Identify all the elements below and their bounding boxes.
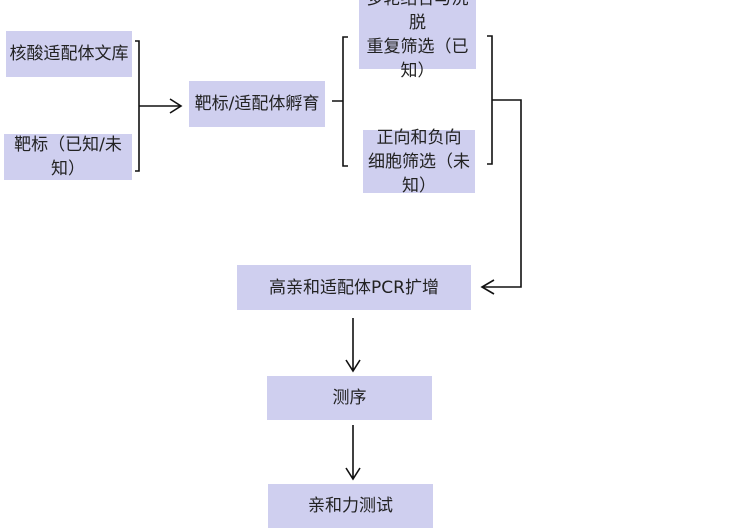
- node-incubation: 靶标/适配体孵育: [189, 81, 325, 127]
- node-target: 靶标（已知/未知）: [4, 134, 132, 180]
- node-label: 多轮结合与洗脱: [367, 0, 469, 33]
- node-library: 核酸适配体文库: [6, 31, 132, 77]
- node-label: 核酸适配体文库: [9, 44, 129, 64]
- node-multi-round: 多轮结合与洗脱重复筛选（已知）: [359, 0, 476, 81]
- node-label: 高亲和适配体PCR扩增: [269, 277, 439, 298]
- node-label: 测序: [332, 388, 367, 408]
- node-pcr: 高亲和适配体PCR扩增: [237, 265, 471, 310]
- node-label: 细胞筛选（未知）: [368, 151, 470, 196]
- node-sequencing: 测序: [267, 376, 432, 420]
- arrow-to-sequencing: [345, 318, 361, 373]
- node-label: 靶标/适配体孵育: [194, 94, 320, 114]
- split-bracket: [332, 36, 348, 167]
- node-label: 正向和负向: [376, 127, 462, 148]
- arrow-to-incubation: [169, 98, 183, 114]
- node-label: 靶标（已知/未知）: [14, 135, 122, 179]
- left-bracket: [135, 40, 180, 172]
- arrow-to-pcr: [480, 279, 495, 295]
- node-label: 亲和力测试: [308, 496, 393, 516]
- node-cell-screen: 正向和负向细胞筛选（未知）: [363, 128, 475, 196]
- arrow-to-affinity: [345, 425, 361, 481]
- node-label: 重复筛选（已知）: [366, 36, 469, 81]
- node-affinity: 亲和力测试: [268, 484, 433, 528]
- merge-bracket: [483, 35, 522, 288]
